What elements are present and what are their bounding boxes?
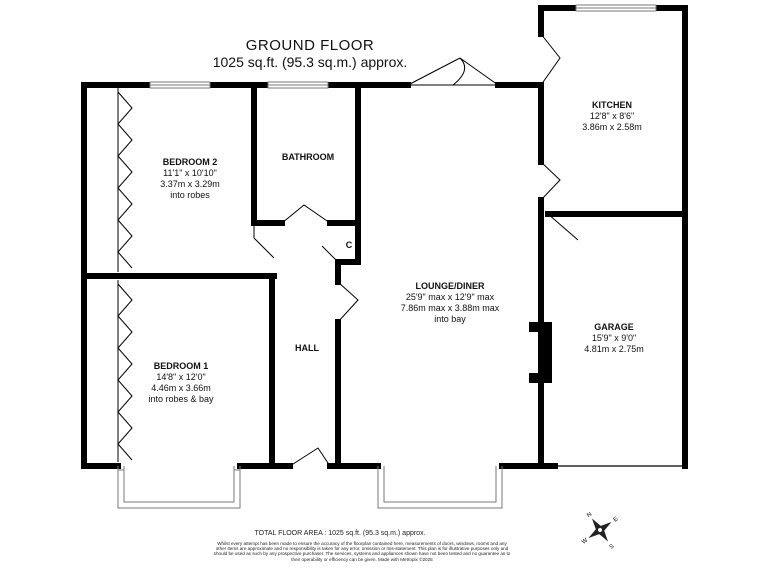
room-label-cupboard: C [341, 240, 357, 251]
room-name: BATHROOM [281, 152, 335, 162]
wardrobes [117, 88, 133, 462]
room-metric: 4.46m x 3.66m [151, 383, 211, 393]
room-label-bedroom1: BEDROOM 1 14'8" x 12'0" 4.46m x 3.66m in… [130, 361, 232, 405]
bedroom1-bay-window [117, 466, 241, 509]
room-label-hall: HALL [284, 343, 330, 354]
svg-text:E: E [613, 516, 620, 523]
room-label-lounge: LOUNGE/DINER 25'9" max x 12'9" max 7.86m… [385, 281, 515, 325]
room-name: C [345, 240, 353, 250]
room-note: into bay [434, 314, 466, 324]
walls [81, 5, 688, 469]
room-label-kitchen: KITCHEN 12'8" x 8'6" 3.86m x 2.58m [560, 100, 664, 133]
chimney-breast [529, 322, 552, 383]
room-name: GARAGE [594, 322, 634, 332]
disclaimer-text: Whilst every attempt has been made to en… [213, 541, 511, 562]
room-note: into robes [170, 190, 210, 200]
room-imperial: 25'9" max x 12'9" max [405, 292, 495, 302]
floor-title: GROUND FLOOR [245, 37, 375, 54]
svg-text:S: S [609, 544, 616, 551]
svg-text:W: W [581, 537, 589, 545]
room-metric: 7.86m max x 3.88m max [400, 303, 500, 313]
room-label-garage: GARAGE 15'9" x 9'0" 4.81m x 2.75m [572, 322, 656, 355]
svg-text:N: N [586, 512, 593, 519]
floor-area-subtitle: 1025 sq.ft. (95.3 sq.m.) approx. [212, 54, 408, 70]
doors [253, 33, 579, 467]
room-imperial: 12'8" x 8'6" [589, 111, 635, 121]
lounge-bay-window [377, 466, 503, 509]
room-label-bathroom: BATHROOM [266, 152, 350, 163]
room-name: HALL [295, 343, 319, 353]
room-metric: 4.81m x 2.75m [584, 344, 644, 354]
windows [149, 4, 657, 89]
room-imperial: 11'1" x 10'10" [163, 168, 217, 178]
room-name: LOUNGE/DINER [415, 281, 485, 291]
room-note: into robes & bay [148, 394, 214, 404]
room-metric: 3.37m x 3.29m [160, 179, 220, 189]
room-name: BEDROOM 1 [153, 361, 209, 371]
room-imperial: 15'9" x 9'0" [591, 333, 637, 343]
room-name: BEDROOM 2 [162, 157, 218, 167]
room-metric: 3.86m x 2.58m [582, 122, 642, 132]
compass-rose-icon: N S E W [581, 512, 620, 551]
room-name: KITCHEN [592, 100, 632, 110]
total-floor-area: TOTAL FLOOR AREA : 1025 sq.ft. (95.3 sq.… [254, 530, 426, 537]
room-imperial: 14'8" x 12'0" [156, 372, 206, 382]
room-label-bedroom2: BEDROOM 2 11'1" x 10'10" 3.37m x 3.29m i… [140, 157, 240, 201]
